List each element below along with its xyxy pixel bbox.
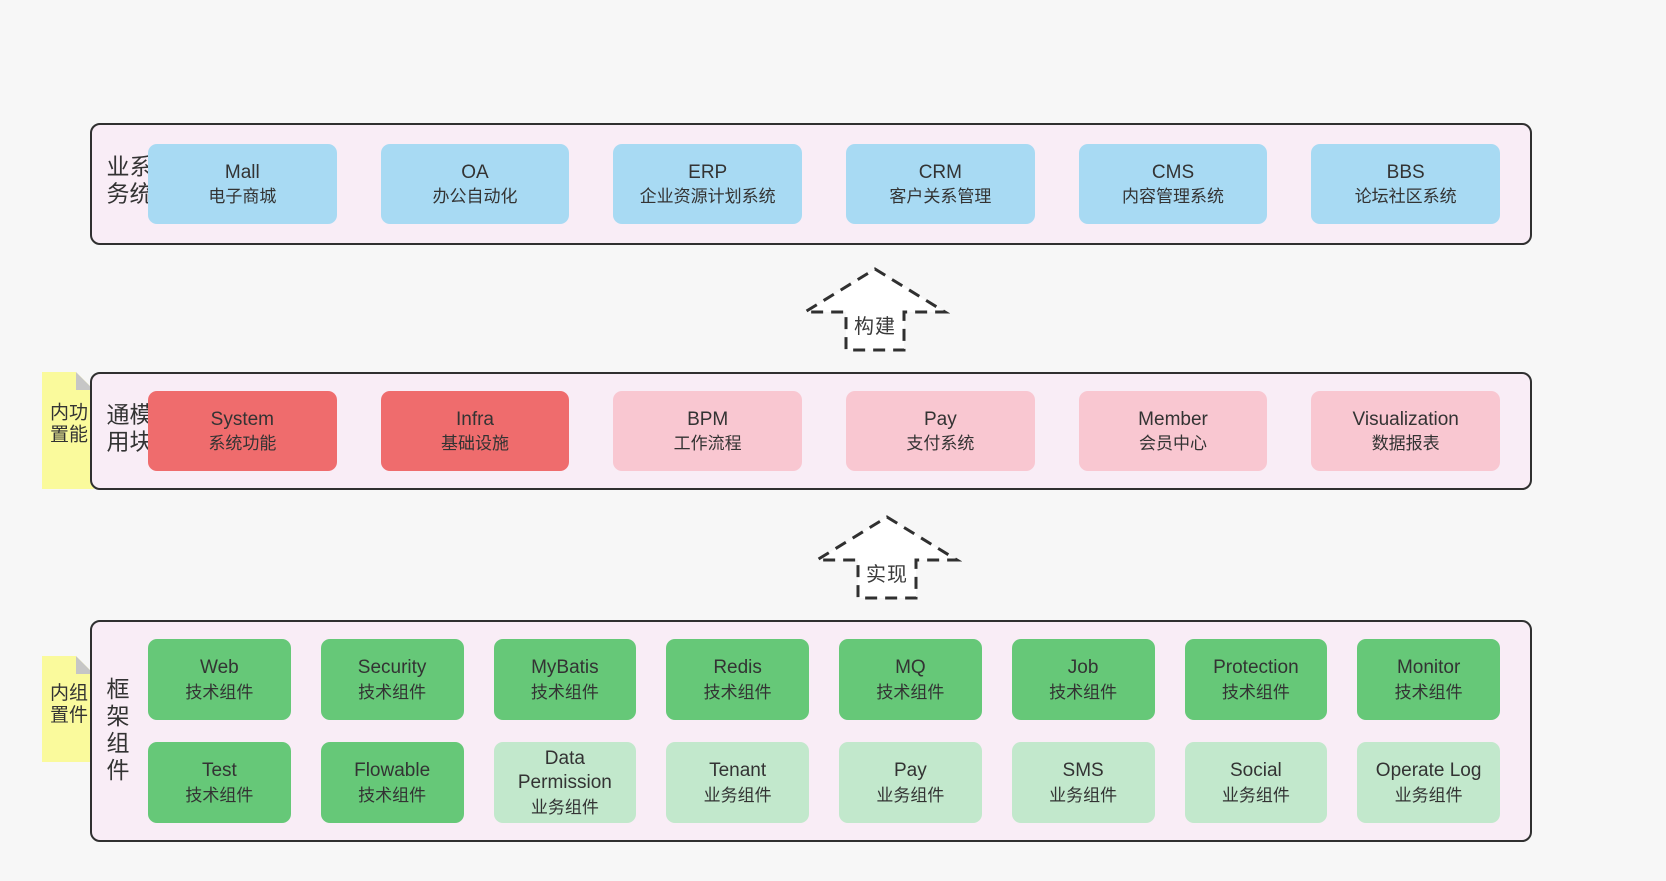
node-oa: OA 办公自动化: [380, 144, 570, 224]
node-protection: Protection 技术组件: [1184, 639, 1328, 720]
node-test: Test 技术组件: [148, 742, 291, 823]
sticky-note-built-in-features: 内置功能: [42, 372, 94, 489]
sticky-note-label: 内置组件: [47, 682, 87, 727]
node-mybatis: MyBatis 技术组件: [493, 639, 637, 720]
node-pay-business: Pay 业务组件: [839, 742, 982, 823]
arrow-implement: 实现: [812, 514, 962, 602]
arrow-label: 实现: [866, 564, 908, 586]
node-mall: Mall 电子商城: [148, 144, 337, 224]
panel-common-modules: 通用模块 System 系统功能 Infra 基础设施 BPM 工作流程 Pay…: [90, 372, 1532, 490]
panel-label: 通用模块: [103, 402, 152, 457]
node-visualization: Visualization 数据报表: [1311, 391, 1501, 471]
node-system: System 系统功能: [148, 391, 337, 471]
node-redis: Redis 技术组件: [666, 639, 809, 720]
panel-business-systems: 业务系统 Mall 电子商城 OA 办公自动化 ERP 企业资源计划系统 CRM…: [90, 123, 1532, 245]
panel-boxes-row: Mall 电子商城 OA 办公自动化 ERP 企业资源计划系统 CRM 客户关系…: [148, 144, 1501, 224]
node-bbs: BBS 论坛社区系统: [1311, 144, 1501, 224]
panel-label: 业务系统: [103, 154, 152, 209]
node-cms: CMS 内容管理系统: [1078, 144, 1268, 224]
node-tenant: Tenant 业务组件: [666, 742, 809, 823]
sticky-note-built-in-components: 内置组件: [42, 656, 94, 762]
node-job: Job 技术组件: [1011, 639, 1155, 720]
node-data-permission: Data Permission 业务组件: [493, 742, 637, 823]
node-bpm: BPM 工作流程: [613, 391, 803, 471]
up-arrow-icon: [800, 267, 950, 352]
up-arrow-icon: [812, 515, 962, 600]
arrow-build: 构建: [800, 266, 950, 354]
node-sms: SMS 业务组件: [1011, 742, 1155, 823]
panel-boxes-row: System 系统功能 Infra 基础设施 BPM 工作流程 Pay 支付系统…: [148, 391, 1501, 471]
node-social: Social 业务组件: [1184, 742, 1328, 823]
panel-framework-components: 框架组件 Web 技术组件 Security 技术组件 MyBatis 技术组件…: [90, 620, 1532, 842]
arrow-label: 构建: [854, 316, 896, 338]
panel-boxes-grid: Web 技术组件 Security 技术组件 MyBatis 技术组件 Redi…: [148, 639, 1500, 823]
node-security: Security 技术组件: [320, 639, 464, 720]
node-member: Member 会员中心: [1078, 391, 1268, 471]
sticky-note-label: 内置功能: [47, 401, 87, 446]
node-mq: MQ 技术组件: [839, 639, 982, 720]
node-operate-log: Operate Log 业务组件: [1357, 742, 1500, 823]
node-crm: CRM 客户关系管理: [846, 144, 1035, 224]
node-erp: ERP 企业资源计划系统: [613, 144, 803, 224]
node-pay: Pay 支付系统: [846, 391, 1035, 471]
node-web: Web 技术组件: [148, 639, 291, 720]
node-flowable: Flowable 技术组件: [320, 742, 464, 823]
panel-label: 框架组件: [103, 677, 129, 785]
node-infra: Infra 基础设施: [380, 391, 570, 471]
node-monitor: Monitor 技术组件: [1357, 639, 1500, 720]
